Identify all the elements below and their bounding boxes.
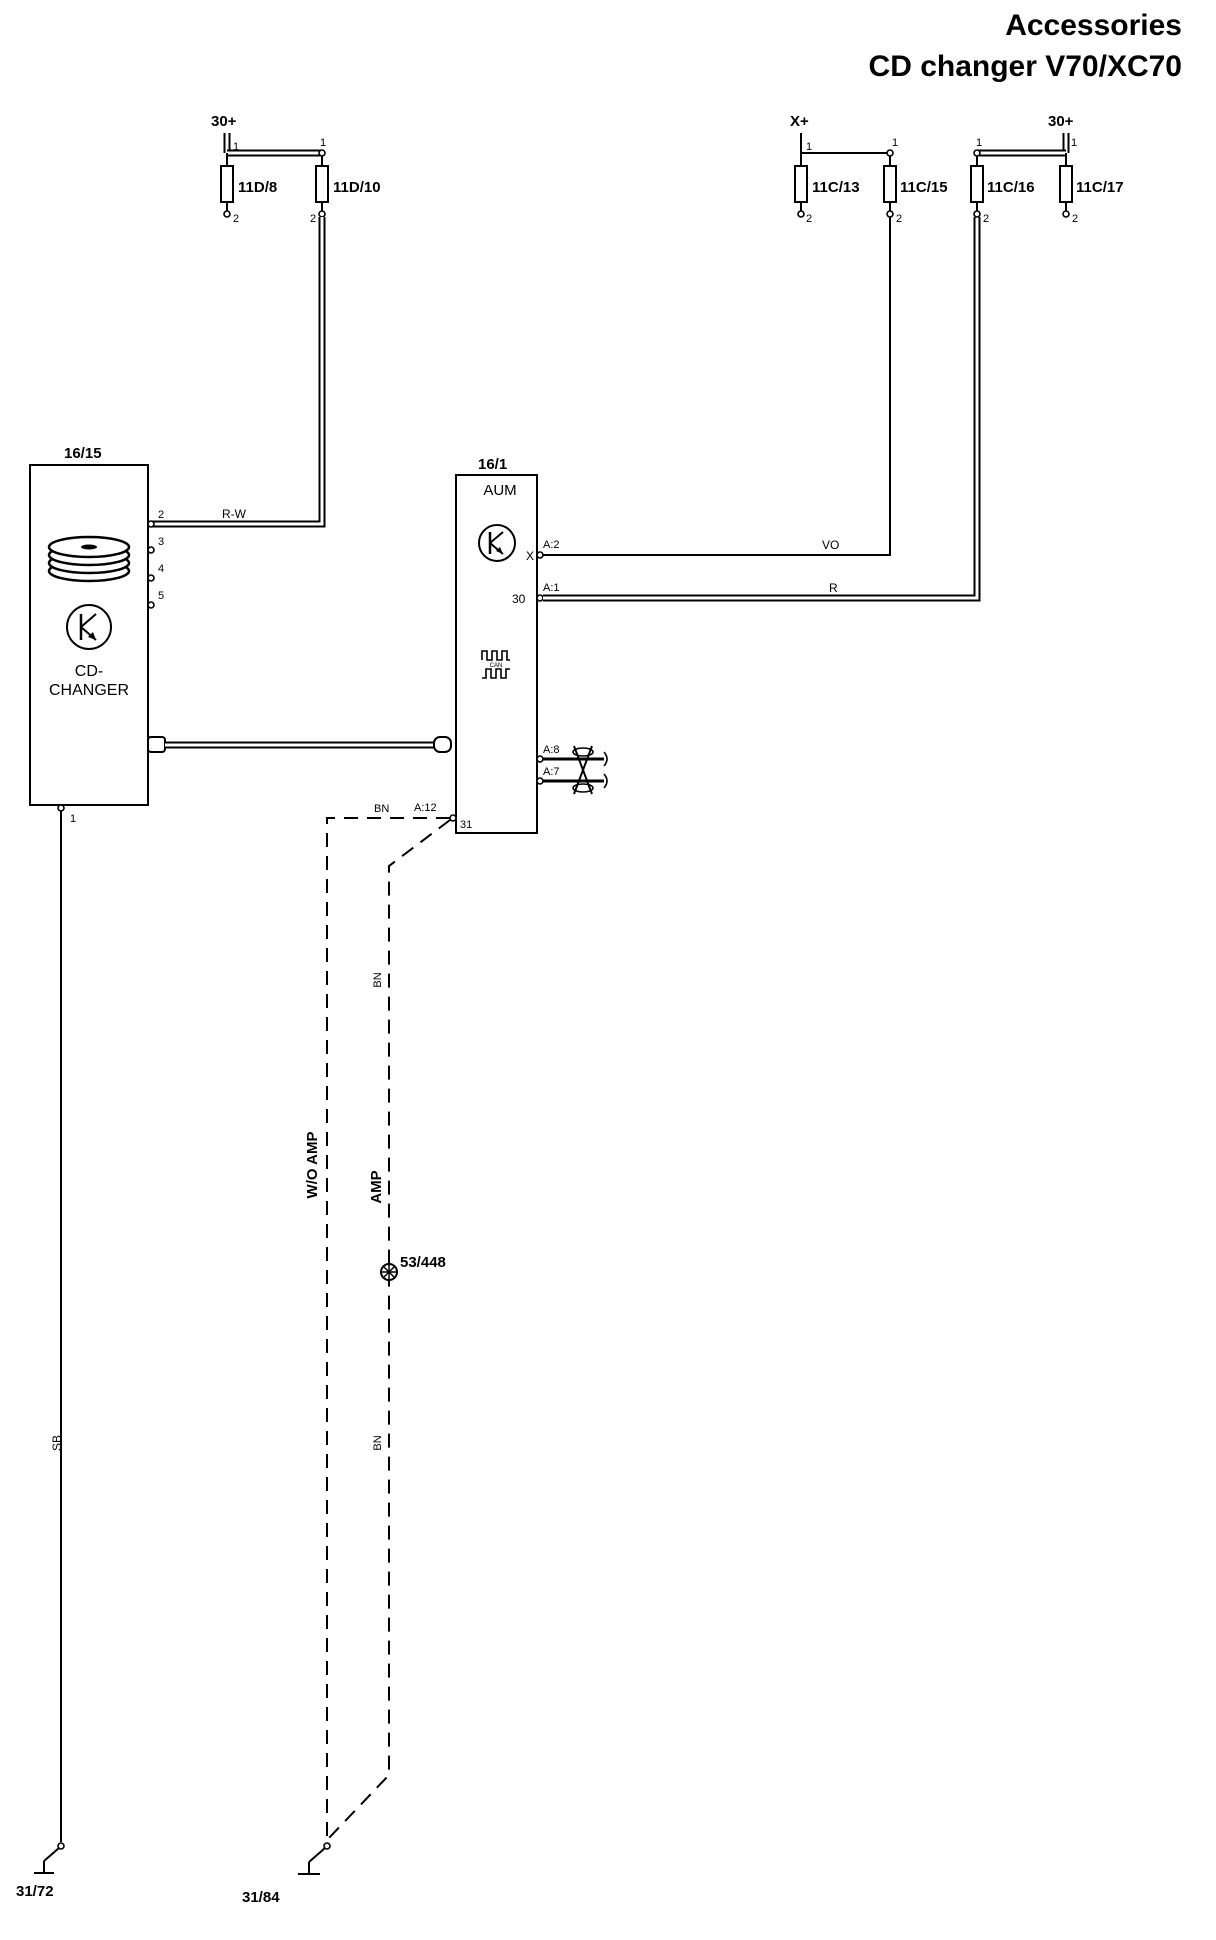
cd-disc-icon	[47, 535, 131, 583]
ground-31-72: 31/72	[16, 1883, 54, 1900]
aum-transistor-icon	[478, 524, 516, 562]
aum-pin-30-conn: A:1	[543, 582, 560, 594]
wire-r-w-label: R-W	[222, 507, 247, 521]
supply-label-30-left: 30+	[211, 113, 237, 130]
cd-changer-pins	[147, 520, 155, 609]
wire-sb-ground	[34, 804, 65, 1874]
fuse-11c-17-label: 11C/17	[1076, 179, 1124, 196]
cd-pin-2: 2	[158, 509, 164, 521]
wire-bn-lower-label: BN	[372, 1435, 384, 1450]
can-label: CAN	[490, 663, 503, 669]
wire-amp	[326, 819, 451, 1841]
cd-ground-pin: 1	[70, 813, 76, 825]
aum-pin-31-term: 31	[460, 819, 472, 831]
fuse-11c-13	[794, 153, 808, 218]
splice-53-448-icon	[380, 1263, 398, 1281]
fuse-11c-15-pin-top: 1	[892, 137, 898, 149]
wire-wo-amp	[326, 817, 450, 1840]
wire-r	[543, 217, 981, 602]
wire-bn-upper-label: BN	[372, 972, 384, 987]
cd-pin-3: 3	[158, 536, 164, 548]
cd-changer-id: 16/15	[64, 445, 102, 462]
fuse-11d-8-pin-bottom: 2	[233, 213, 239, 225]
ground-31-84: 31/84	[242, 1889, 280, 1906]
fuse-11c-16-pin-top: 1	[976, 137, 982, 149]
fuse-11c-13-pin-bottom: 2	[806, 213, 812, 225]
supply-bus-right	[977, 133, 1070, 157]
supply-bus-x	[800, 133, 890, 154]
fuse-11d-10	[315, 149, 329, 218]
label-amp: AMP	[368, 1170, 385, 1203]
wire-vo	[543, 217, 891, 556]
can-bus-icon: CAN	[481, 650, 510, 679]
fuse-11c-13-label: 11C/13	[812, 179, 860, 196]
aum-pin-30-term: 30	[512, 592, 526, 606]
aum-id: 16/1	[478, 456, 507, 473]
cd-pin-5: 5	[158, 590, 164, 602]
wire-r-label: R	[829, 581, 838, 595]
fuse-11c-15-pin-bottom: 2	[896, 213, 902, 225]
aum-pin-31-conn: A:12	[414, 802, 437, 814]
supply-bus-left	[223, 133, 322, 157]
aum-pin-x-conn: A:2	[543, 539, 560, 551]
label-wo-amp: W/O AMP	[304, 1132, 321, 1199]
wire-sb-label: SB	[50, 1435, 64, 1451]
aum-pin-a7: A:7	[543, 766, 560, 778]
fuse-11c-16	[970, 149, 984, 218]
wire-vo-label: VO	[822, 538, 839, 552]
fuse-11d-10-label: 11D/10	[333, 179, 381, 196]
cd-changer-label-2: CHANGER	[49, 682, 129, 699]
aum-label: AUM	[483, 482, 516, 499]
transistor-icon	[66, 604, 112, 650]
cd-pin-4: 4	[158, 563, 164, 575]
title-line1: Accessories	[1005, 9, 1182, 42]
fuse-11d-8-label: 11D/8	[238, 179, 277, 196]
splice-53-448: 53/448	[400, 1254, 446, 1271]
cable-cd-to-aum	[147, 736, 452, 753]
fuse-11c-15-label: 11C/15	[900, 179, 948, 196]
supply-label-x: X+	[790, 113, 809, 130]
fuse-11c-17	[1059, 153, 1073, 218]
fuse-11d-8-pin-top: 1	[233, 141, 239, 153]
fuse-11c-17-pin-top: 1	[1071, 137, 1077, 149]
fuse-11c-16-label: 11C/16	[987, 179, 1035, 196]
fuse-11d-10-pin-bottom: 2	[310, 213, 316, 225]
fuse-11c-16-pin-bottom: 2	[983, 213, 989, 225]
title-line2: CD changer V70/XC70	[869, 50, 1182, 83]
aum-pin-a8: A:8	[543, 744, 560, 756]
wire-bn-top-label: BN	[374, 803, 389, 815]
wire-r-w	[151, 217, 326, 528]
aum-twisted-pair	[536, 745, 608, 795]
fuse-11c-17-pin-bottom: 2	[1072, 213, 1078, 225]
fuse-11c-13-pin-top: 1	[806, 141, 812, 153]
ground-31-84-symbol	[298, 1842, 331, 1875]
fuse-11d-8	[220, 153, 234, 218]
fuse-11c-15	[883, 149, 897, 218]
supply-label-30-right: 30+	[1048, 113, 1074, 130]
fuse-11d-10-pin-top: 1	[320, 137, 326, 149]
cd-changer-label-1: CD-	[75, 663, 103, 680]
aum-pin-x-term: X	[526, 549, 534, 563]
